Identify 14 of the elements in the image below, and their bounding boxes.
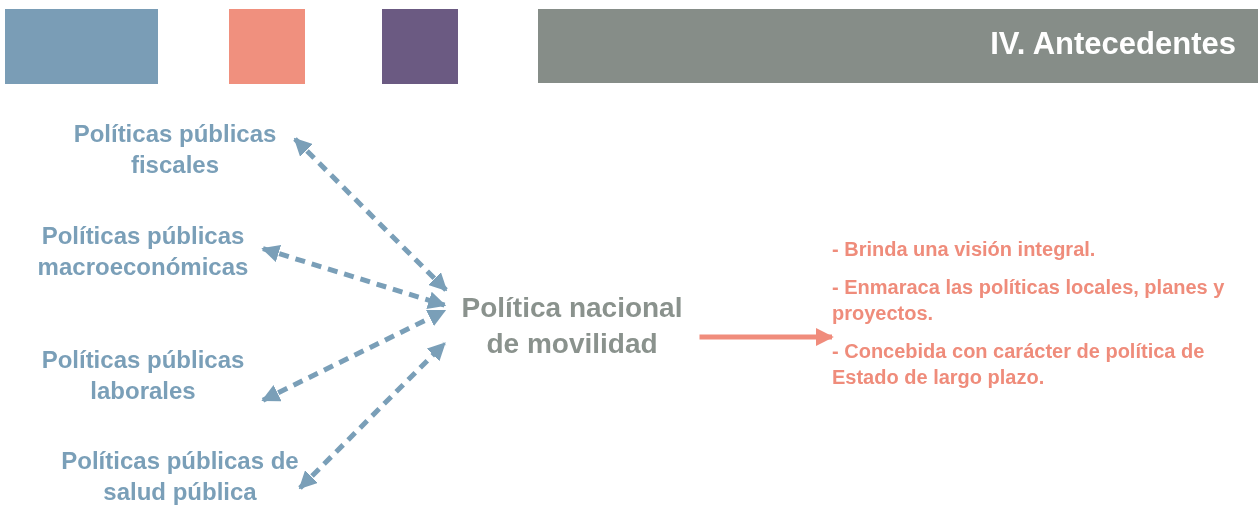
policy-label: Políticas públicas de salud pública <box>60 445 300 507</box>
bullet-text: - Enmaraca las políticas locales, planes y proyectos. <box>832 275 1226 326</box>
policy-label: Políticas públicas macroeconómicas <box>23 220 263 282</box>
bullet-text: - Brinda una visión integral. <box>832 237 1097 262</box>
bullet-text: - Concebida con carácter de política de Estado de largo plazo. <box>832 339 1206 390</box>
title: IV. Antecedentes <box>990 26 1236 62</box>
arrow <box>293 137 448 292</box>
arrow <box>261 308 447 403</box>
arrow <box>298 341 447 490</box>
central-label: Política nacional de movilidad <box>444 290 700 362</box>
policy-label: Políticas públicas laborales <box>23 344 263 406</box>
policy-label: Políticas públicas fiscales <box>55 118 295 180</box>
arrow <box>261 244 447 309</box>
arrow <box>699 328 834 346</box>
